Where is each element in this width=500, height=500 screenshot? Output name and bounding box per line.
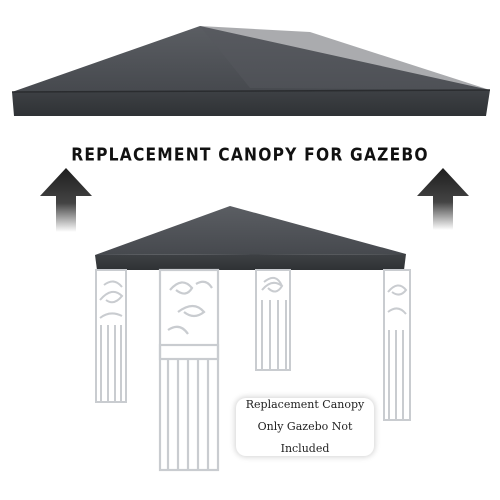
headline: REPLACEMENT CANOPY FOR GAZEBO — [71, 144, 429, 166]
gazebo-assembled — [95, 206, 411, 472]
up-arrow-icon — [40, 168, 92, 232]
note-line-2: Only Gazebo Not Included — [257, 420, 353, 455]
note-line-1: Replacement Canopy — [245, 398, 365, 411]
info-note: Replacement Canopy Only Gazebo Not Inclu… — [236, 398, 374, 456]
replacement-canopy — [11, 26, 491, 116]
up-arrow-icon — [417, 168, 469, 230]
